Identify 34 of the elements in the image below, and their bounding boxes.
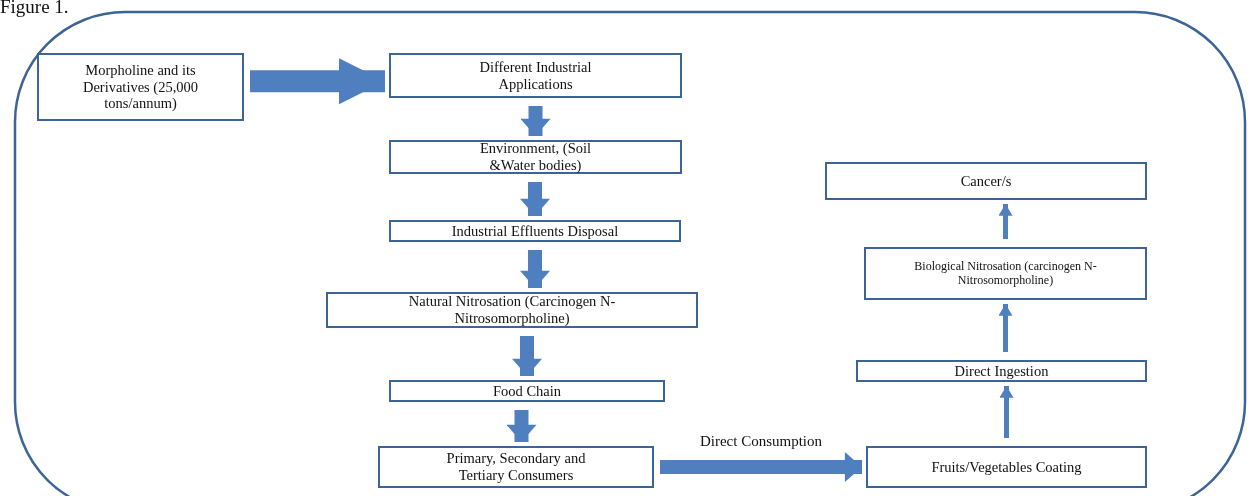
edge-label: Direct Consumption bbox=[698, 433, 824, 450]
box-text: Cancer/s bbox=[960, 172, 1012, 190]
block-arrow bbox=[520, 106, 551, 136]
box-text: Morpholine and its Derivatives (25,000 tons/annum) bbox=[81, 62, 200, 112]
box-text: Different Industrial Applications bbox=[478, 58, 593, 93]
block-arrow bbox=[520, 182, 550, 216]
process-box bbox=[866, 446, 1147, 488]
box-text: Fruits/Vegetables Coating bbox=[931, 458, 1082, 476]
block-arrow bbox=[998, 304, 1013, 352]
process-box bbox=[856, 360, 1147, 382]
process-box bbox=[864, 247, 1147, 300]
process-box bbox=[825, 162, 1147, 200]
process-box bbox=[378, 446, 654, 488]
block-arrow bbox=[512, 336, 542, 376]
box-text: Biological Nitrosation (carcinogen N-Nitrosomorpholine) bbox=[913, 259, 1098, 288]
box-text: Natural Nitrosation (Carcinogen N-Nitrosomorpholine) bbox=[407, 293, 617, 327]
box-text: Food Chain bbox=[492, 382, 562, 400]
box-text: Industrial Effluents Disposal bbox=[451, 222, 619, 240]
box-text: Environment, (Soil &Water bodies) bbox=[478, 140, 593, 174]
process-box bbox=[37, 53, 244, 121]
box-text: Direct Ingestion bbox=[954, 362, 1049, 380]
process-box bbox=[389, 220, 681, 242]
process-box bbox=[389, 140, 682, 174]
block-arrow bbox=[520, 250, 550, 288]
figure-label: Figure 1. bbox=[0, 0, 69, 18]
block-arrow bbox=[250, 58, 385, 105]
block-arrow bbox=[506, 410, 537, 442]
process-box bbox=[326, 292, 698, 328]
box-text: Primary, Secondary and Tertiary Consumers bbox=[445, 450, 587, 484]
block-arrow bbox=[999, 386, 1014, 438]
process-box bbox=[389, 380, 665, 402]
block-arrow bbox=[660, 452, 862, 482]
block-arrow bbox=[998, 204, 1013, 239]
process-box bbox=[389, 53, 682, 98]
